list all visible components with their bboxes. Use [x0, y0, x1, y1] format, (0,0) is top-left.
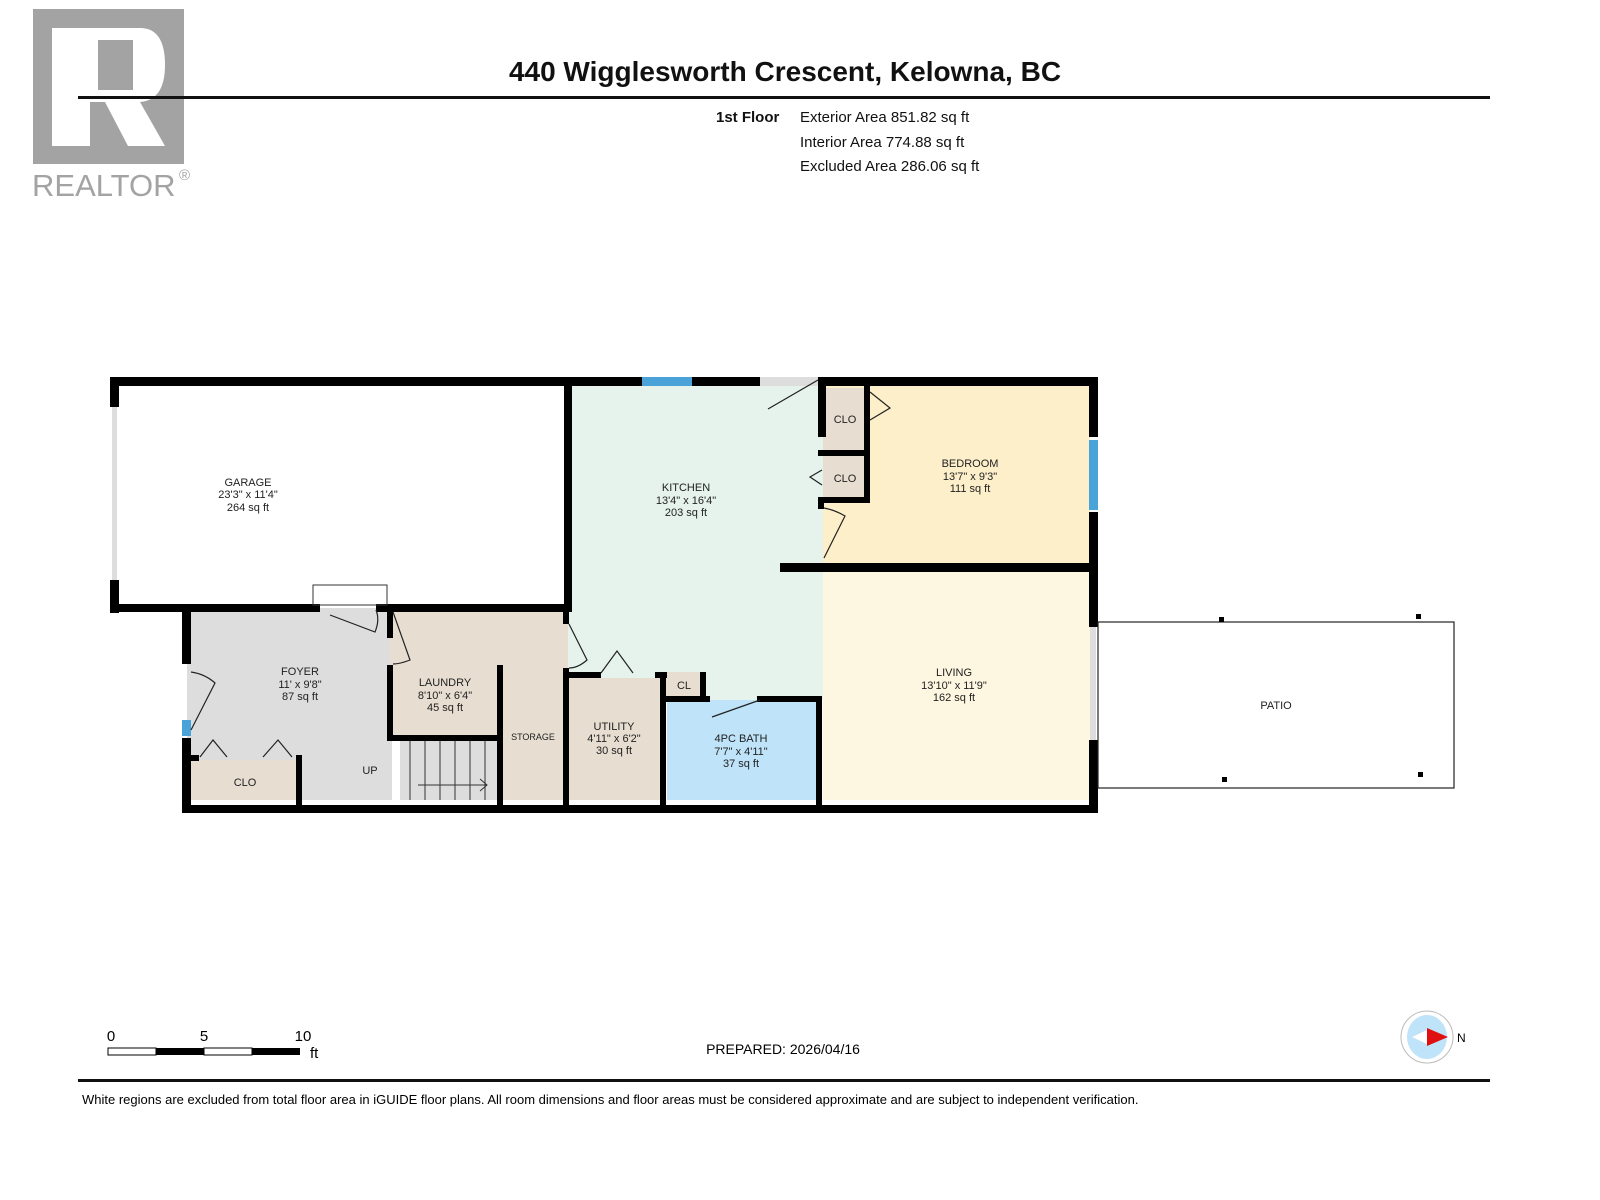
- svg-text:13'4" x 16'4": 13'4" x 16'4": [656, 495, 716, 507]
- svg-text:30 sq ft: 30 sq ft: [596, 745, 632, 757]
- svg-text:87 sq ft: 87 sq ft: [282, 691, 318, 703]
- svg-text:4PC BATH: 4PC BATH: [715, 733, 768, 745]
- svg-text:7'7" x 4'11": 7'7" x 4'11": [714, 746, 767, 758]
- page-title: 440 Wigglesworth Crescent, Kelowna, BC: [509, 56, 1061, 87]
- svg-text:162 sq ft: 162 sq ft: [933, 692, 975, 704]
- patio: [1097, 614, 1455, 789]
- living-room: [823, 567, 1090, 800]
- realtor-logo: REALTOR ®: [32, 9, 190, 203]
- exterior-area: Exterior Area 851.82 sq ft: [800, 109, 970, 126]
- utility-room: [566, 678, 665, 800]
- clo-bed1-room: [823, 388, 868, 450]
- svg-text:UTILITY: UTILITY: [594, 721, 636, 733]
- header-divider: [78, 96, 1490, 99]
- svg-text:ft: ft: [310, 1045, 319, 1062]
- svg-text:LAUNDRY: LAUNDRY: [419, 677, 472, 689]
- svg-text:4'11" x 6'2": 4'11" x 6'2": [587, 733, 640, 745]
- cl-label: CL: [677, 680, 691, 692]
- walls: [110, 377, 1098, 813]
- svg-text:LIVING: LIVING: [936, 667, 972, 679]
- svg-text:FOYER: FOYER: [281, 666, 319, 678]
- excluded-area: Excluded Area 286.06 sq ft: [800, 158, 980, 175]
- svg-text:10: 10: [295, 1028, 312, 1045]
- patio-label: PATIO: [1260, 700, 1292, 712]
- svg-text:8'10" x 6'4": 8'10" x 6'4": [418, 690, 472, 702]
- svg-text:REALTOR: REALTOR: [32, 168, 176, 203]
- svg-text:13'7" x 9'3": 13'7" x 9'3": [943, 471, 997, 483]
- svg-text:23'3" x 11'4": 23'3" x 11'4": [218, 489, 278, 501]
- storage-room: [500, 665, 566, 800]
- clo-bedroom-2-label: CLO: [834, 473, 857, 485]
- garage-room: [115, 383, 568, 608]
- floor-label: 1st Floor: [716, 109, 780, 126]
- svg-text:KITCHEN: KITCHEN: [662, 482, 710, 494]
- clo-foyer-label: CLO: [234, 777, 257, 789]
- svg-text:N: N: [1457, 1031, 1466, 1045]
- interior-area: Interior Area 774.88 sq ft: [800, 134, 965, 151]
- svg-text:GARAGE: GARAGE: [224, 477, 271, 489]
- windows: [112, 377, 1098, 740]
- stairs-treads: [409, 741, 488, 800]
- bath-room: [667, 700, 818, 800]
- svg-text:45 sq ft: 45 sq ft: [427, 702, 463, 714]
- svg-text:5: 5: [200, 1028, 208, 1045]
- svg-text:®: ®: [179, 167, 190, 184]
- clo-foyer-room: [190, 760, 300, 800]
- prepared-date: PREPARED: 2026/04/16: [706, 1041, 860, 1057]
- storage-label: STORAGE: [511, 732, 555, 742]
- stairs: [400, 738, 500, 800]
- svg-text:203 sq ft: 203 sq ft: [665, 507, 707, 519]
- kitchen-room: [568, 383, 823, 700]
- svg-text:0: 0: [107, 1028, 115, 1045]
- compass-icon: N: [1400, 1010, 1466, 1064]
- stairs-up-label: UP: [362, 765, 377, 777]
- svg-text:111 sq ft: 111 sq ft: [950, 483, 991, 495]
- scale-bar: 0 5 10 ft: [107, 1028, 319, 1062]
- svg-text:37 sq ft: 37 sq ft: [723, 758, 759, 770]
- clo-bedroom-1-label: CLO: [834, 414, 857, 426]
- footer-divider: [78, 1079, 1490, 1082]
- room-fills: [115, 383, 1090, 800]
- svg-text:11' x 9'8": 11' x 9'8": [278, 679, 321, 691]
- svg-text:264 sq ft: 264 sq ft: [227, 502, 269, 514]
- clo-bed2-room: [823, 455, 868, 500]
- footer-disclaimer: White regions are excluded from total fl…: [82, 1092, 1138, 1107]
- svg-text:BEDROOM: BEDROOM: [942, 458, 999, 470]
- svg-text:13'10" x 11'9": 13'10" x 11'9": [921, 680, 987, 692]
- cl-room: [665, 672, 705, 698]
- door-swings: [190, 379, 892, 758]
